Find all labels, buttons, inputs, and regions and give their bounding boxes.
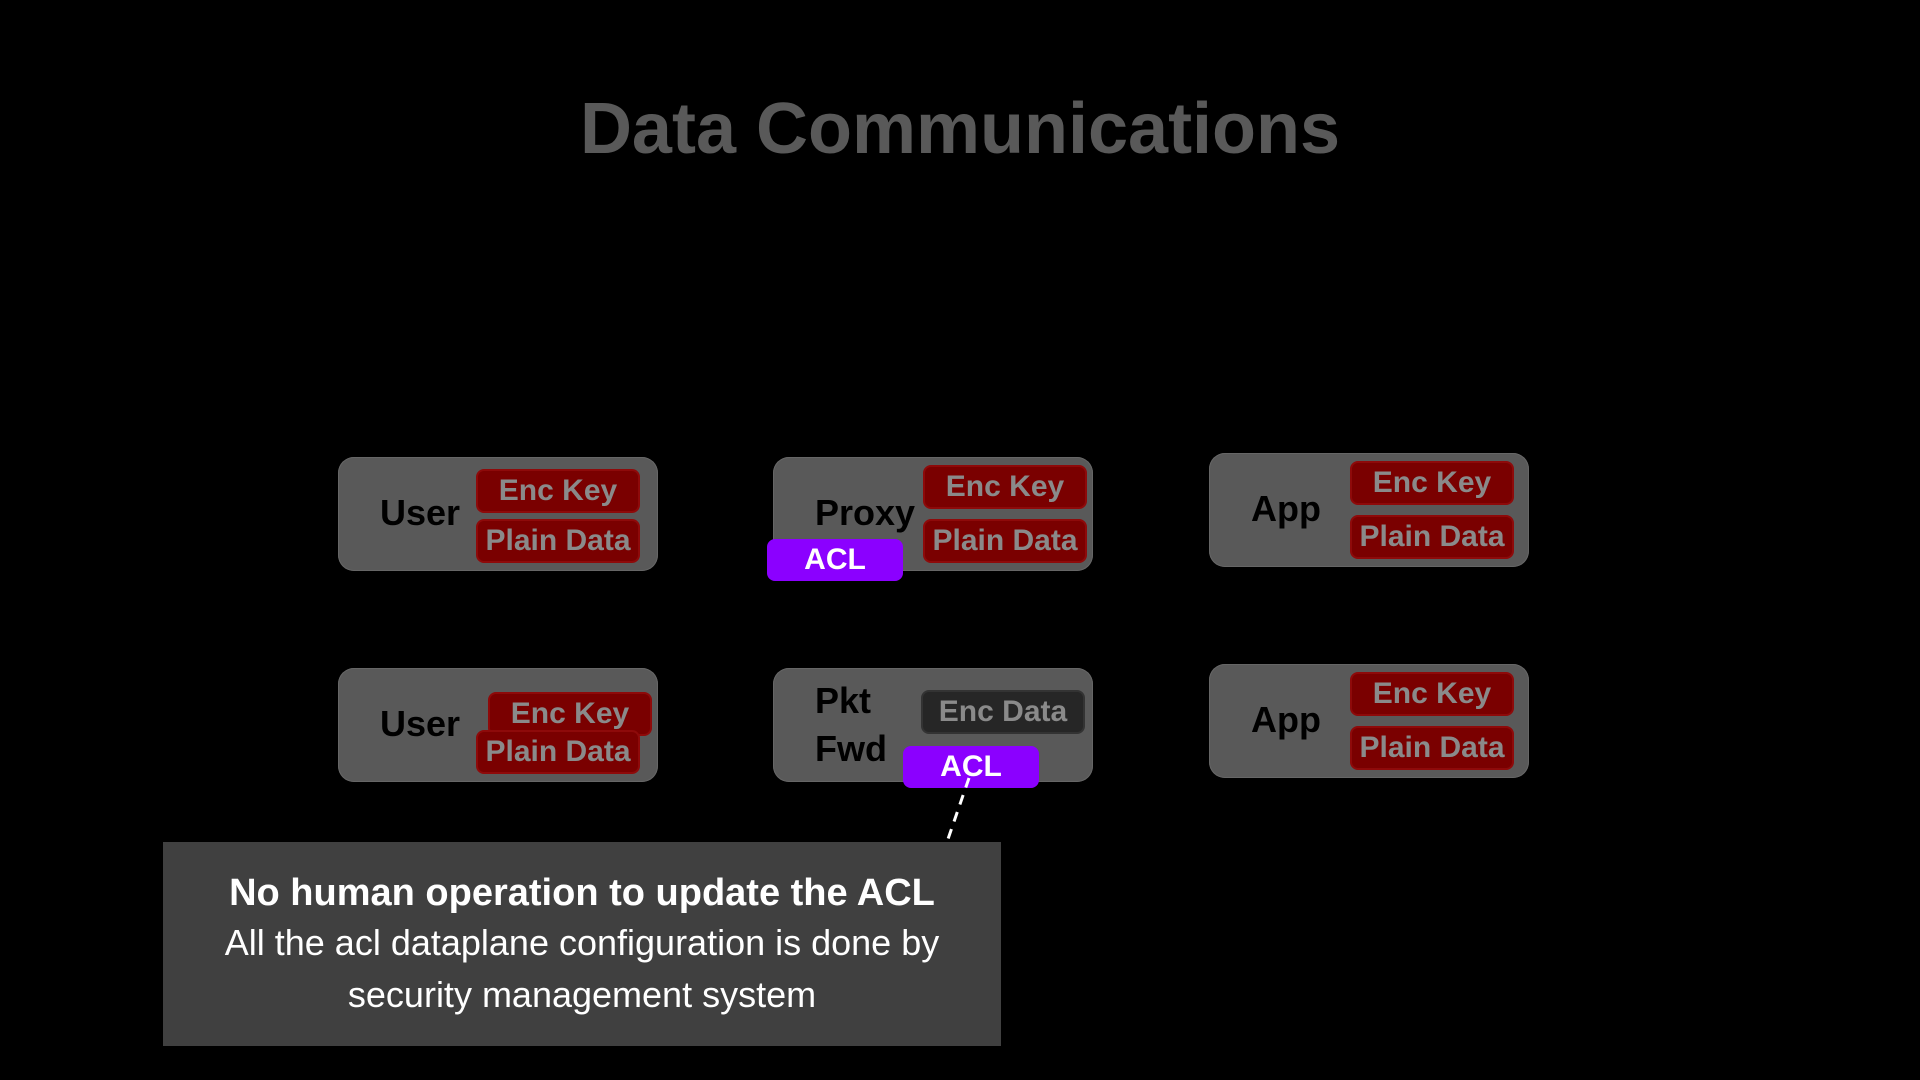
plain-data-pill: Plain Data [476,730,640,774]
enc-key-pill: Enc Key [1350,461,1514,505]
acl-badge-proxy: ACL [767,539,903,581]
page-title: Data Communications [579,89,1341,169]
app-label: App [1251,699,1321,740]
enc-key-pill: Enc Key [476,469,640,513]
plain-data-pill: Plain Data [1350,726,1514,770]
app-label: App [1251,488,1321,529]
callout-heading: No human operation to update the ACL [229,872,935,914]
user-node-row1: User Enc Key Plain Data [338,457,658,571]
app-node-row2: App Enc Key Plain Data [1209,664,1529,778]
user-node-row2: User Enc Key Plain Data [338,668,658,782]
enc-data-pill: Enc Data [921,690,1085,734]
enc-key-pill: Enc Key [923,465,1087,509]
enc-key-pill: Enc Key [1350,672,1514,716]
user-label: User [380,492,461,533]
fwd-label: Fwd [815,728,887,769]
app-node-row1: App Enc Key Plain Data [1209,453,1529,567]
pkt-label: Pkt [815,680,872,721]
plain-data-pill: Plain Data [476,519,640,563]
enc-key-pill: Enc Key [488,692,652,736]
plain-data-pill: Plain Data [1350,515,1514,559]
plain-data-pill: Plain Data [923,519,1087,563]
callout-box: No human operation to update the ACL All… [163,842,1001,1046]
user-label: User [380,703,461,744]
callout-body-line2: security management system [347,974,817,1015]
proxy-label: Proxy [815,492,916,533]
acl-badge-pkt-fwd: ACL [903,746,1039,788]
callout-body-line1: All the acl dataplane configuration is d… [224,922,940,963]
